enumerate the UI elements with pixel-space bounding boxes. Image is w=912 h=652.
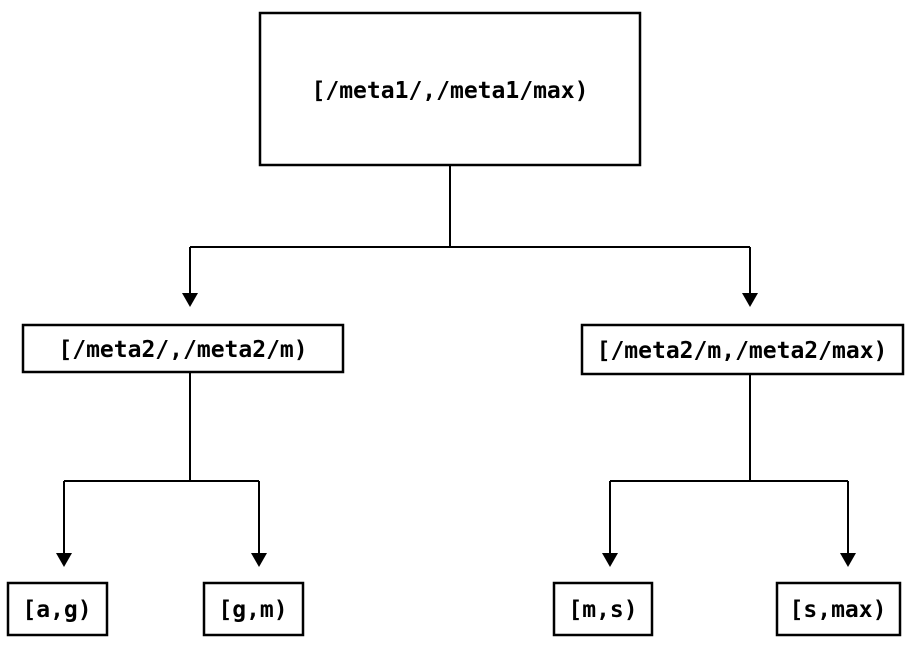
node-root-label: [/meta1/,/meta1/max): [312, 78, 589, 104]
edge-right-to-leaves: [602, 374, 856, 567]
edge-left-to-leaves: [56, 372, 267, 567]
node-leaf-ag-label: [a,g): [22, 597, 91, 623]
arrowhead-icon: [182, 293, 198, 307]
node-left-box: [21, 323, 345, 374]
node-leaf-gm: [g,m): [202, 581, 305, 637]
node-leaf-smax: [s,max): [775, 581, 902, 637]
node-root: [/meta1/,/meta1/max): [258, 11, 642, 167]
arrowhead-icon: [602, 553, 618, 567]
node-leaf-gm-label: [g,m): [218, 597, 287, 623]
node-leaf-ag: [a,g): [6, 581, 109, 637]
arrowhead-icon: [56, 553, 72, 567]
node-right-label: [/meta2/m,/meta2/max): [597, 338, 888, 364]
node-leaf-smax-box: [775, 581, 902, 637]
arrowhead-icon: [840, 553, 856, 567]
node-left: [/meta2/,/meta2/m): [21, 323, 345, 374]
node-leaf-smax-label: [s,max): [790, 597, 887, 623]
node-leaf-ag-box: [6, 581, 109, 637]
node-leaf-gm-box: [202, 581, 305, 637]
node-left-label: [/meta2/,/meta2/m): [58, 337, 307, 363]
node-root-box: [258, 11, 642, 167]
node-leaf-ms: [m,s): [552, 581, 654, 637]
node-leaf-ms-label: [m,s): [568, 597, 637, 623]
node-leaf-ms-box: [552, 581, 654, 637]
node-right: [/meta2/m,/meta2/max): [580, 323, 905, 376]
arrowhead-icon: [251, 553, 267, 567]
arrowhead-icon: [742, 293, 758, 307]
node-right-box: [580, 323, 905, 376]
edge-root-to-children: [182, 165, 758, 307]
